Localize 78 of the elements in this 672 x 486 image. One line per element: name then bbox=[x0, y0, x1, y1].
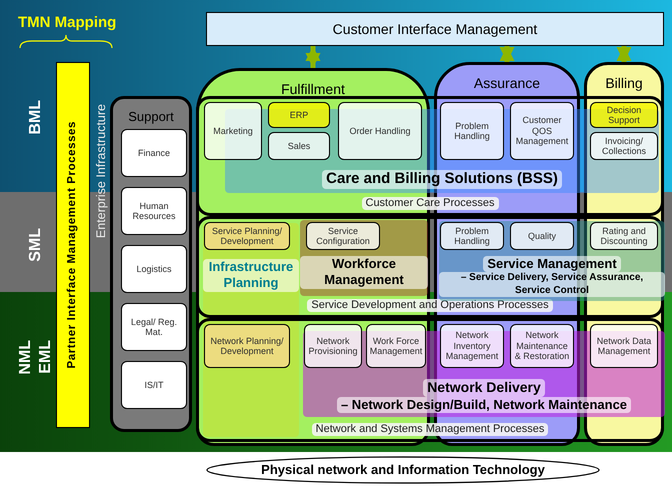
process-label: Decision Support bbox=[606, 104, 642, 126]
process-label: Customer QOS Management bbox=[514, 115, 570, 147]
process-label: Work Force Management bbox=[369, 336, 423, 356]
process-box bbox=[366, 324, 426, 368]
double-arrow bbox=[306, 46, 320, 68]
process-label: Problem Handling bbox=[453, 226, 491, 246]
process-box bbox=[338, 102, 422, 160]
process-label: Sales bbox=[288, 140, 310, 152]
process-box bbox=[510, 324, 574, 368]
process-label: Network Inventory Management bbox=[444, 330, 500, 362]
column-title: Fulfillment bbox=[281, 80, 345, 99]
section-title: Customer Interface Management bbox=[332, 20, 538, 39]
process-box bbox=[590, 132, 658, 160]
process-box bbox=[121, 361, 187, 409]
vertical-title: Partner Interface Management Processes bbox=[65, 121, 80, 369]
row-label: Service Development and Operations Processes bbox=[307, 299, 553, 312]
process-box bbox=[121, 129, 187, 177]
process-label: IS/IT bbox=[144, 380, 164, 390]
process-label: Network Provisioning bbox=[307, 336, 359, 356]
column-title: Support bbox=[128, 108, 174, 126]
band-title: Service Management bbox=[483, 256, 621, 272]
process-box bbox=[268, 102, 330, 128]
layer-label: BML bbox=[26, 100, 45, 135]
process-box bbox=[268, 132, 330, 160]
base-label: Physical network and Information Technology bbox=[261, 461, 545, 480]
layer-label: SML bbox=[26, 228, 45, 262]
double-arrow bbox=[500, 46, 514, 62]
process-label: Human Resources bbox=[131, 200, 177, 222]
vertical-label: Enterprise Infrastructure bbox=[93, 104, 109, 238]
band-title: Care and Billing Solutions (BSS) bbox=[322, 170, 562, 189]
process-box bbox=[304, 324, 362, 368]
partner-bar bbox=[56, 62, 90, 428]
process-label: Network Planning/ Development bbox=[209, 336, 285, 356]
process-label: Service Planning/ Development bbox=[210, 226, 284, 246]
layer-label: NML bbox=[16, 340, 35, 375]
process-label: Network Maintenance & Restoration bbox=[514, 330, 570, 362]
process-box bbox=[204, 102, 262, 160]
process-label: Service Configuration bbox=[315, 226, 371, 246]
process-label: Problem Handling bbox=[453, 120, 491, 142]
layer-label: EML bbox=[36, 340, 55, 374]
process-box bbox=[204, 324, 290, 368]
process-box bbox=[590, 102, 658, 128]
process-label: ERP bbox=[290, 110, 308, 120]
band-subtitle: – Service Delivery, Service Assurance, Service Control bbox=[439, 272, 665, 297]
process-label: Network Data Management bbox=[596, 336, 652, 356]
ellipse-base bbox=[206, 456, 600, 484]
mapping-label: TMN Mapping bbox=[18, 13, 116, 33]
band-title: Infrastructure Planning bbox=[203, 259, 299, 292]
double-arrow bbox=[616, 46, 632, 62]
process-label: Logistics bbox=[136, 264, 172, 274]
process-box bbox=[440, 102, 504, 160]
process-label: Finance bbox=[138, 148, 170, 158]
highlight-band bbox=[300, 220, 428, 296]
process-box bbox=[440, 324, 504, 368]
process-box bbox=[121, 303, 187, 351]
process-box bbox=[590, 324, 658, 368]
band-title: Network Delivery bbox=[423, 379, 545, 397]
row-label: Customer Care Processes bbox=[362, 197, 498, 210]
process-box bbox=[590, 222, 658, 250]
process-label: Rating and Discounting bbox=[599, 226, 649, 246]
process-box bbox=[204, 222, 290, 250]
process-label: Marketing bbox=[213, 126, 253, 136]
process-box bbox=[510, 222, 574, 250]
process-label: Invoicing/ Collections bbox=[600, 136, 648, 156]
band-title: Workforce Management bbox=[300, 256, 428, 288]
process-box bbox=[121, 187, 187, 235]
process-label: Legal/ Reg. Mat. bbox=[130, 316, 178, 338]
band-subtitle: – Network Design/Build, Network Maintenance bbox=[336, 396, 632, 413]
column-title: Assurance bbox=[474, 74, 540, 93]
process-label: Order Handling bbox=[349, 126, 411, 136]
process-label: Quality bbox=[528, 230, 556, 242]
column-title: Billing bbox=[605, 74, 643, 93]
support-column bbox=[110, 96, 192, 432]
process-box bbox=[510, 102, 574, 160]
process-box bbox=[121, 245, 187, 293]
interface-bar bbox=[206, 12, 664, 46]
row-label: Network and Systems Management Processes bbox=[312, 423, 548, 436]
process-box bbox=[440, 222, 504, 250]
